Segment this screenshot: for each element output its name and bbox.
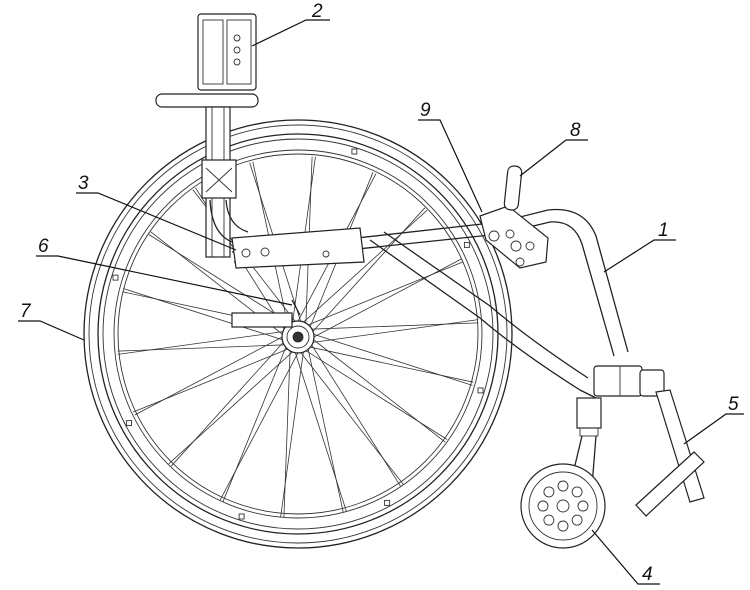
callout-7: 7 [18,301,85,341]
spoke [297,348,404,485]
caster-hole [571,486,583,498]
caster-hole [577,500,589,512]
spoke [133,347,293,413]
spoke [280,347,305,518]
callout-label-7: 7 [20,301,32,322]
caster-wheel [520,435,606,549]
spoke [309,258,462,340]
spoke [170,338,287,467]
spoke [293,348,347,512]
wheel-spokes [117,156,479,518]
handrim-tab [112,274,119,281]
handrim-tab [384,499,391,506]
spoke [117,330,288,355]
spoke [299,209,428,326]
caster-tire [520,463,606,549]
caster-rim-holes [537,480,589,532]
rear-wheel [83,119,513,549]
spoke [308,340,401,487]
handrim-inner [102,138,494,530]
caster-hole [537,500,549,512]
hub-ring [286,325,310,349]
handrim-tab [463,241,470,248]
spoke [309,207,426,336]
tire-outer [83,119,513,549]
callout-3: 3 [76,173,237,251]
push-handle-assembly [155,13,263,258]
caster-hole [571,514,583,526]
wheel-rim [113,149,483,519]
spoke [301,347,448,440]
spoke [306,344,344,513]
callout-label-4: 4 [642,564,653,585]
caster-hole [557,480,569,492]
lower-frame-tube [369,239,601,401]
footrest-plate [635,451,705,517]
callout-label-5: 5 [728,394,739,415]
frame [231,208,629,401]
caster-hole [557,520,569,532]
spoke [307,322,479,330]
wheel-rim-inner [117,153,479,515]
callout-2: 2 [251,1,330,47]
callout-label-8: 8 [570,120,581,141]
spoke [148,234,295,327]
spoke [309,332,473,386]
axle-mounting-plate [231,227,365,269]
spoke [117,344,289,352]
spoke [303,261,463,327]
push-handle-bar [155,93,259,108]
spoke [219,348,301,501]
spoke [134,334,287,416]
handrim-tab [351,148,358,155]
handrim-tab [126,420,133,427]
handrim-tab [477,387,484,394]
handrim-mount-tabs [112,148,484,520]
callout-label-9: 9 [420,100,431,121]
caster-housing-clamp [593,365,643,397]
hub-axle [292,331,304,343]
callout-label-6: 6 [38,236,49,257]
front-frame-footrest [576,365,705,517]
callout-1: 1 [603,220,676,273]
tire-inner [88,124,508,544]
callout-8: 8 [519,120,588,177]
handrim-tab [238,513,245,520]
spoke [305,345,474,383]
callout-6: 6 [36,236,293,306]
caster-fork-stem [576,397,602,429]
callout-label-3: 3 [78,173,89,194]
caster-hole [543,486,555,498]
callout-9: 9 [418,100,483,213]
spoke [123,288,287,342]
callout-4: 4 [591,529,660,585]
caster-hole [543,514,555,526]
spoke [309,336,446,443]
handrim-outer [97,133,499,535]
seat-rail [231,208,629,353]
backrest-angle-bracket [479,165,549,269]
spoke [222,342,288,502]
callout-5: 5 [683,394,744,445]
spoke [168,348,297,465]
spoke [308,319,479,344]
spoke [283,346,291,518]
backrest-release-lever [503,165,523,211]
callout-label-2: 2 [311,1,323,22]
callout-label-1: 1 [658,220,669,241]
